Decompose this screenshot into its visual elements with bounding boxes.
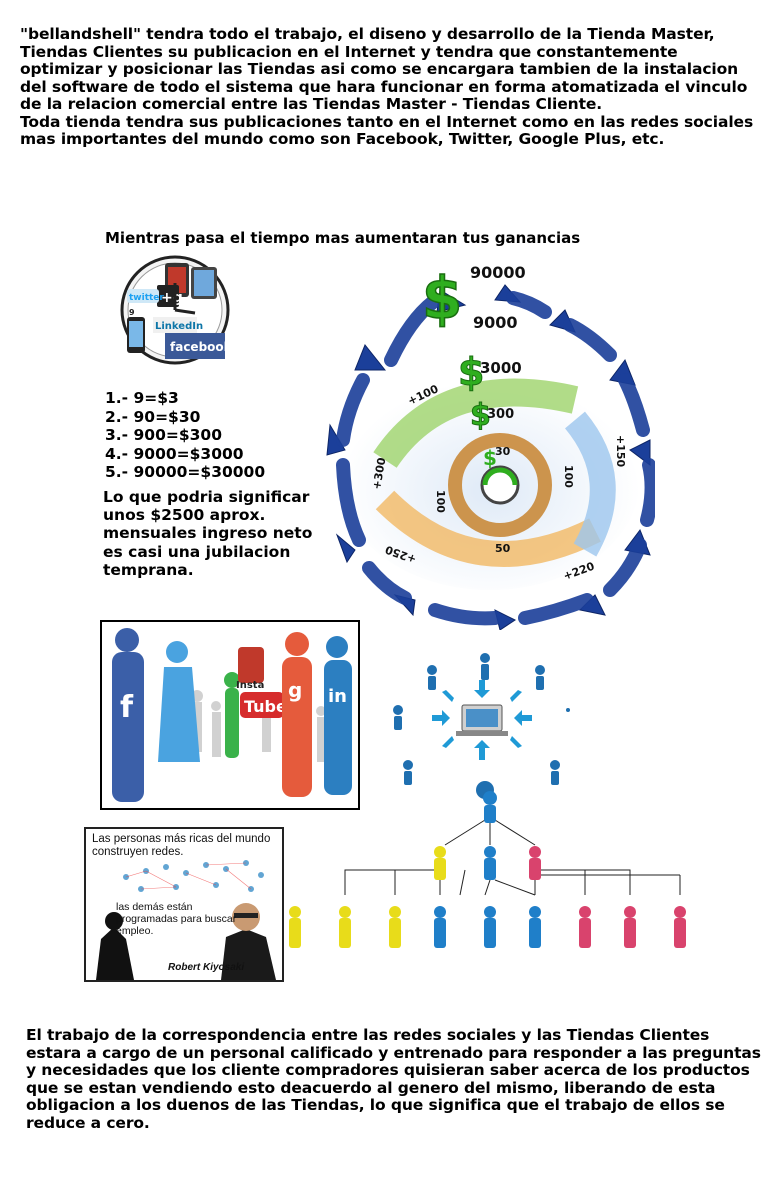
step-item: 5.- 90000=$30000 bbox=[105, 463, 266, 481]
facebook-logo-text: facebook bbox=[170, 340, 233, 354]
svg-text:$: $ bbox=[483, 446, 497, 470]
crowd-googleplus-text: g bbox=[288, 678, 302, 702]
twitter-logo-text: twitter bbox=[129, 293, 164, 303]
increment-label: 50 bbox=[495, 542, 511, 555]
crowd-facebook-text: f bbox=[120, 690, 134, 725]
increment-label: +150 bbox=[614, 435, 627, 468]
social-media-clock-image: +g twitter LinkedIn facebook 9 bbox=[117, 255, 237, 367]
bottom-text: El trabajo de la correspondencia entre l… bbox=[26, 1026, 766, 1133]
intro-text: "bellandshell" tendra todo el trabajo, e… bbox=[20, 25, 760, 149]
increment-label: 100 bbox=[562, 465, 575, 488]
bottom-paragraph: El trabajo de la correspondencia entre l… bbox=[26, 1026, 761, 1132]
amount-300: 300 bbox=[487, 407, 514, 422]
social-crowd-image: f Insta Tube g in bbox=[100, 620, 360, 810]
crowd-instagram-text: Insta bbox=[236, 680, 264, 691]
kiyosaki-quote-image: Las personas más ricas del mundo constru… bbox=[84, 827, 284, 982]
earnings-caption: Mientras pasa el tiempo mas aumentaran t… bbox=[105, 229, 581, 247]
earnings-steps-list: 1.- 9=$3 2.- 90=$30 3.- 900=$300 4.- 900… bbox=[105, 389, 265, 482]
step-item: 2.- 90=$30 bbox=[105, 407, 201, 426]
svg-text:9: 9 bbox=[129, 308, 135, 317]
increment-label: +300 bbox=[370, 456, 388, 490]
svg-text:$: $ bbox=[470, 398, 491, 433]
referral-pyramid-diagram bbox=[285, 790, 695, 970]
amount-9000: 9000 bbox=[473, 313, 518, 332]
svg-text:+g: +g bbox=[161, 290, 183, 306]
amount-90000: 90000 bbox=[470, 263, 526, 282]
amount-3000: 3000 bbox=[480, 359, 522, 377]
network-distribution-illustration bbox=[380, 640, 570, 810]
increment-label: 100 bbox=[434, 490, 447, 513]
svg-text:$: $ bbox=[458, 350, 484, 394]
intro-paragraph-2: Toda tienda tendra sus publicaciones tan… bbox=[20, 112, 754, 148]
crowd-youtube-text: Tube bbox=[244, 697, 287, 716]
amount-30: 30 bbox=[495, 445, 511, 458]
money-cycle-illustration: $ 90000 9000 $ 3000 $ 300 $ 30 +100 +300… bbox=[325, 250, 655, 630]
svg-text:$: $ bbox=[422, 264, 462, 332]
kiyosaki-quote-line-1: Las personas más ricas del mundo constru… bbox=[92, 833, 271, 858]
kiyosaki-author: Robert Kiyosaki bbox=[168, 962, 245, 973]
step-item: 1.- 9=$3 bbox=[105, 389, 179, 407]
crowd-linkedin-text: in bbox=[328, 686, 347, 707]
linkedin-logo-text: LinkedIn bbox=[155, 321, 203, 332]
kiyosaki-quote-line-2: las demás están programadas para buscar … bbox=[116, 901, 237, 937]
intro-paragraph-1: "bellandshell" tendra todo el trabajo, e… bbox=[20, 25, 748, 113]
retirement-note: Lo que podria significar unos $2500 apro… bbox=[103, 488, 313, 579]
step-item: 3.- 900=$300 bbox=[105, 426, 222, 444]
step-item: 4.- 9000=$3000 bbox=[105, 444, 244, 463]
